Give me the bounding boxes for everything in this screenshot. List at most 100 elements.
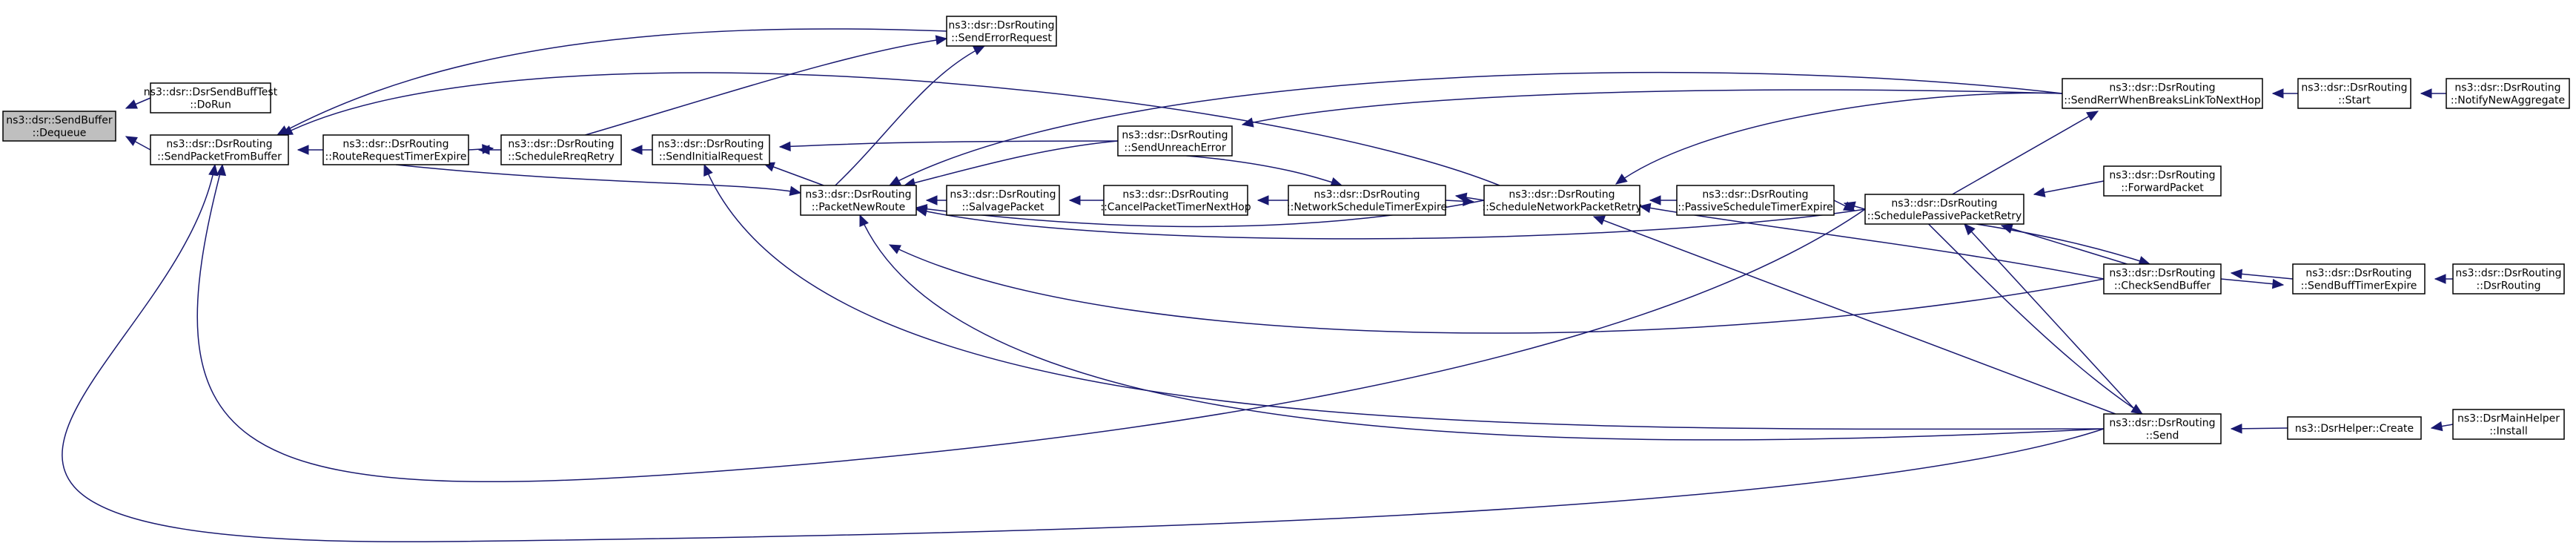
- node-sppr[interactable]: ns3::dsr::DsrRouting::SchedulePassivePac…: [1864, 194, 2024, 225]
- arrowhead: [482, 144, 494, 154]
- node-pste[interactable]: ns3::dsr::DsrRouting::PassiveScheduleTim…: [1676, 185, 1835, 216]
- node-label-line: ns3::dsr::DsrRouting: [2109, 82, 2215, 94]
- node-label-line: ns3::dsr::DsrRouting: [2301, 82, 2407, 94]
- node-label-line: ns3::dsr::DsrRouting: [2305, 268, 2411, 280]
- arrowhead: [2430, 421, 2443, 432]
- node-csb[interactable]: ns3::dsr::DsrRouting::CheckSendBuffer: [2103, 263, 2222, 295]
- node-label-line: ns3::dsr::DsrRouting: [2455, 268, 2561, 280]
- node-sir[interactable]: ns3::dsr::DsrRouting::SendInitialRequest: [652, 134, 770, 165]
- node-send[interactable]: ns3::dsr::DsrRouting::Send: [2103, 413, 2222, 444]
- node-label-line: ::SendErrorRequest: [951, 33, 1052, 45]
- node-label-line: ns3::dsr::DsrRouting: [508, 139, 614, 151]
- node-label-line: ::CancelPacketTimerNextHop: [1100, 202, 1251, 214]
- edge-sppr-to-csb: [1976, 223, 2150, 265]
- arrowhead: [2271, 278, 2285, 289]
- edge-srr-to-ser: [585, 38, 947, 136]
- node-ser[interactable]: ns3::dsr::DsrRouting::SendErrorRequest: [946, 16, 1057, 47]
- edge-srwb-to-sue: [1242, 89, 2063, 125]
- node-label-line: ::NotifyNewAggregate: [2451, 95, 2565, 107]
- node-nste[interactable]: ns3::dsr::DsrRouting::NetworkScheduleTim…: [1287, 185, 1447, 216]
- arrowhead: [1649, 195, 1661, 205]
- edge-csb-to-pnr: [889, 244, 2105, 334]
- node-label-line: ns3::dsr::DsrRouting: [1314, 189, 1420, 201]
- arrowhead: [973, 45, 986, 56]
- node-label-line: ns3::dsr::DsrRouting: [1509, 189, 1615, 201]
- node-box: [150, 134, 289, 165]
- node-box: [1864, 194, 2024, 225]
- node-snpr[interactable]: ns3::dsr::DsrRouting::ScheduleNetworkPac…: [1482, 185, 1642, 216]
- arrowhead: [125, 136, 138, 146]
- node-label-line: ::RouteRequestTimerExpire: [325, 151, 467, 163]
- node-label-line: ns3::DsrHelper::Create: [2295, 423, 2414, 435]
- arrowhead: [915, 206, 928, 217]
- arrowhead: [2420, 88, 2432, 99]
- arrowhead: [1638, 203, 1652, 214]
- edge-send-to-sppr: [1964, 223, 2139, 415]
- node-install[interactable]: ns3::DsrMainHelper::Install: [2452, 409, 2565, 440]
- node-label-line: ns3::dsr::DsrRouting: [1702, 189, 1808, 201]
- node-label-line: ns3::dsr::DsrSendBuffTest: [144, 87, 278, 99]
- node-label-line: ns3::dsr::DsrRouting: [1891, 198, 1997, 210]
- node-label-line: ::PacketNewRoute: [812, 202, 905, 214]
- node-label-line: ::Start: [2338, 95, 2371, 107]
- node-sbt-dorun[interactable]: ns3::dsr::DsrSendBuffTest::DoRun: [144, 82, 278, 114]
- node-label-line: ns3::dsr::DsrRouting: [950, 189, 1056, 201]
- arrowhead: [1068, 195, 1081, 205]
- node-fwd[interactable]: ns3::dsr::DsrRouting::ForwardPacket: [2103, 165, 2222, 197]
- node-label-line: ns3::dsr::DsrRouting: [2109, 268, 2215, 280]
- node-box: [2452, 263, 2565, 295]
- arrowhead: [925, 195, 938, 205]
- arrowhead: [2086, 111, 2099, 122]
- node-box: [1676, 185, 1835, 216]
- node-pnr[interactable]: ns3::dsr::DsrRouting::PacketNewRoute: [800, 185, 917, 216]
- arrowhead: [2230, 269, 2243, 280]
- node-nna[interactable]: ns3::dsr::DsrRouting::NotifyNewAggregate: [2446, 78, 2570, 109]
- node-sbte[interactable]: ns3::dsr::DsrRouting::SendBuffTimerExpir…: [2292, 263, 2426, 295]
- arrowhead: [888, 244, 901, 254]
- node-srr[interactable]: ns3::dsr::DsrRouting::ScheduleRreqRetry: [500, 134, 622, 165]
- arrowhead: [1964, 223, 1976, 236]
- arrowhead: [2033, 187, 2046, 197]
- node-label-line: ::NetworkScheduleTimerExpire: [1287, 202, 1447, 214]
- node-label-line: ::ScheduleRreqRetry: [508, 151, 615, 163]
- arrowhead: [1592, 215, 1606, 226]
- edge-csb-to-snpr: [1639, 205, 2105, 280]
- node-box: [2103, 263, 2222, 295]
- node-box: [2287, 416, 2422, 440]
- node-salv[interactable]: ns3::dsr::DsrRouting::SalvagePacket: [946, 185, 1060, 216]
- node-cptnh[interactable]: ns3::dsr::DsrRouting::CancelPacketTimerN…: [1100, 185, 1251, 216]
- node-label-line: ::DoRun: [190, 99, 231, 111]
- arrowhead: [1256, 195, 1269, 205]
- node-ctor[interactable]: ns3::dsr::DsrRouting::DsrRouting: [2452, 263, 2565, 295]
- node-rrte[interactable]: ns3::dsr::DsrRouting::RouteRequestTimerE…: [322, 134, 469, 165]
- edge-snpr-to-spfb: [281, 72, 1500, 186]
- edge-sppr-to-srwb: [1952, 111, 2099, 195]
- node-label-line: ns3::dsr::DsrRouting: [1122, 189, 1228, 201]
- node-srwb[interactable]: ns3::dsr::DsrRouting::SendRerrWhenBreaks…: [2062, 78, 2263, 109]
- node-box: [1288, 185, 1446, 216]
- arrowhead: [778, 141, 791, 152]
- node-dequeue[interactable]: ns3::dsr::SendBuffer::Dequeue: [2, 111, 116, 142]
- node-spfb[interactable]: ns3::dsr::DsrRouting::SendPacketFromBuff…: [150, 134, 289, 165]
- node-box: [150, 82, 271, 114]
- node-label-line: ns3::dsr::DsrRouting: [166, 139, 272, 151]
- node-label-line: ::SalvagePacket: [962, 202, 1044, 214]
- node-box: [2, 111, 116, 142]
- node-label-line: ::ScheduleNetworkPacketRetry: [1482, 202, 1641, 214]
- node-create[interactable]: ns3::DsrHelper::Create: [2287, 416, 2422, 440]
- node-box: [2446, 78, 2570, 109]
- edge-sppr-to-spfb: [196, 164, 1866, 483]
- node-sue[interactable]: ns3::dsr::DsrRouting::SendUnreachError: [1117, 125, 1233, 157]
- node-label-line: ::SendInitialRequest: [659, 151, 764, 163]
- node-start[interactable]: ns3::dsr::DsrRouting::Start: [2297, 78, 2411, 109]
- node-box: [946, 16, 1057, 47]
- node-label-line: ::Send: [2146, 430, 2179, 442]
- edge-send-to-sir: [703, 164, 2105, 430]
- node-label-line: ns3::dsr::SendBuffer: [6, 115, 113, 127]
- edge-sue-to-nste: [1186, 155, 1342, 186]
- node-label-line: ::Install: [2489, 426, 2528, 438]
- node-label-line: ::CheckSendBuffer: [2114, 280, 2211, 292]
- node-box: [2062, 78, 2263, 109]
- arrowhead: [1615, 173, 1628, 185]
